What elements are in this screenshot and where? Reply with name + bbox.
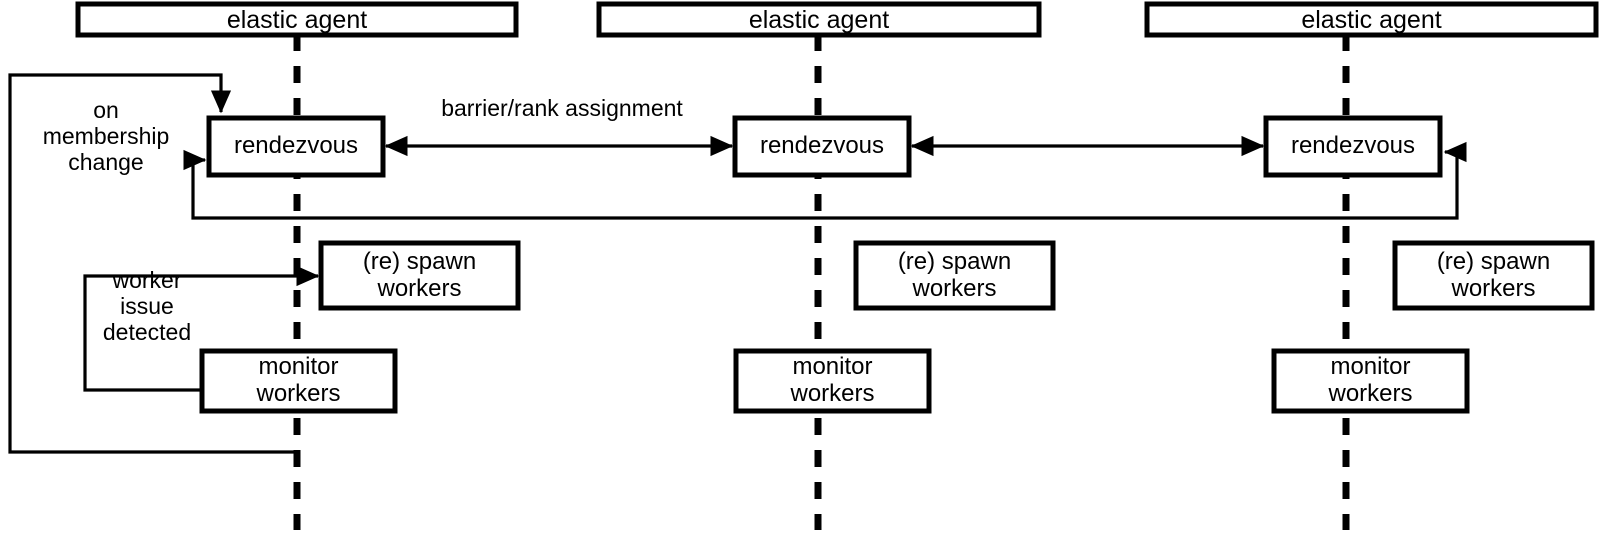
monitor-box-lane-3[interactable] (1271, 348, 1470, 414)
respawn-box-lane-2[interactable] (853, 240, 1056, 311)
rendezvous-box-lane-1[interactable] (206, 115, 386, 178)
monitor-boxes-group (199, 348, 1470, 414)
rendezvous-feedback-bus (191, 152, 1459, 220)
agent-boxes-group (75, 1, 1599, 38)
respawn-box-lane-1[interactable] (318, 240, 521, 311)
rendezvous-bus-group (183, 141, 1467, 220)
rendezvous-boxes-group (206, 115, 1443, 178)
monitor-box-lane-2[interactable] (733, 348, 932, 414)
worker-issue-detected-arrow[interactable] (83, 265, 320, 392)
monitor-box-lane-1[interactable] (199, 348, 398, 414)
worker-issue-loop-group (83, 265, 320, 392)
membership-change-arrow[interactable] (8, 73, 297, 454)
rendezvous-box-lane-3[interactable] (1263, 115, 1443, 178)
respawn-boxes-group (318, 240, 1595, 311)
rendezvous-box-lane-2[interactable] (732, 115, 912, 178)
agent-box-lane-3[interactable] (1144, 1, 1599, 38)
agent-box-lane-1[interactable] (75, 1, 519, 38)
membership-change-loop-group (8, 73, 297, 454)
agent-box-lane-2[interactable] (596, 1, 1042, 38)
respawn-box-lane-3[interactable] (1392, 240, 1595, 311)
